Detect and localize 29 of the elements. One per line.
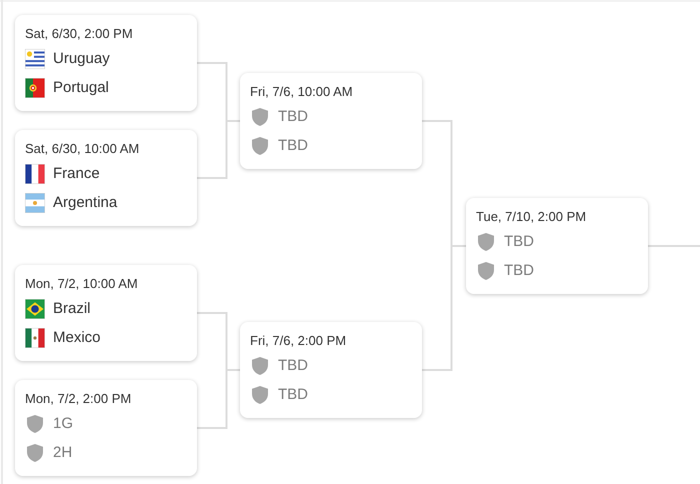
team-name: Brazil bbox=[53, 300, 91, 318]
team-name: TBD bbox=[278, 136, 308, 154]
match-card bbox=[15, 130, 197, 226]
match-card bbox=[15, 15, 197, 111]
match-card bbox=[15, 380, 197, 476]
team-name: TBD bbox=[504, 262, 534, 280]
match-card bbox=[15, 265, 197, 361]
team-name: TBD bbox=[504, 232, 534, 250]
team-name: Uruguay bbox=[53, 50, 110, 68]
bracket-line bbox=[648, 245, 700, 247]
team-name: TBD bbox=[278, 356, 308, 374]
match-date: Mon, 7/2, 2:00 PM bbox=[25, 391, 132, 407]
team-name: TBD bbox=[278, 108, 308, 126]
team-name: Portugal bbox=[53, 78, 109, 96]
match-date: Mon, 7/2, 10:00 AM bbox=[25, 276, 138, 292]
match-card bbox=[240, 73, 422, 169]
match-date: Sat, 6/30, 2:00 PM bbox=[25, 26, 133, 42]
team-name: France bbox=[53, 164, 100, 182]
team-name: Mexico bbox=[53, 328, 101, 346]
match-card bbox=[466, 198, 648, 294]
match-date: Fri, 7/6, 2:00 PM bbox=[250, 333, 346, 349]
team-name: TBD bbox=[278, 386, 308, 404]
team-name: 1G bbox=[53, 414, 74, 432]
match-date: Fri, 7/6, 10:00 AM bbox=[250, 84, 353, 100]
team-name: 2H bbox=[53, 444, 72, 462]
team-name: Argentina bbox=[53, 194, 118, 212]
match-date: Sat, 6/30, 10:00 AM bbox=[25, 141, 140, 157]
match-card bbox=[240, 322, 422, 418]
match-date: Tue, 7/10, 2:00 PM bbox=[476, 209, 586, 225]
